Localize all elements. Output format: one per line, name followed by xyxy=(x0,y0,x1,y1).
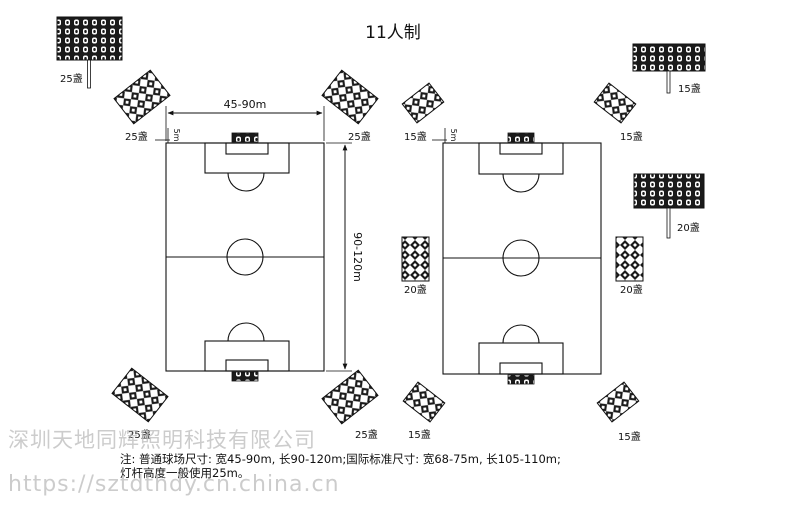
left-top-left-light xyxy=(113,69,171,125)
left-top-panel-count: 25盏 xyxy=(60,72,83,85)
right-middle-panel-light xyxy=(633,173,705,239)
length-dimension-label: 90-120m xyxy=(351,232,364,282)
left-top-panel-light xyxy=(56,16,123,89)
left-top-left-count: 25盏 xyxy=(125,130,148,143)
right-middle-left-light xyxy=(401,236,430,282)
right-top-right-light xyxy=(593,82,637,124)
left-goal-bottom xyxy=(231,371,259,382)
left-top-right-count: 25盏 xyxy=(348,130,371,143)
right-bottom-right-count: 15盏 xyxy=(618,430,641,443)
watermark-company: 深圳天地同辉照明科技有限公司 xyxy=(8,428,316,452)
right-top-panel-light xyxy=(632,43,706,94)
right-goal-top xyxy=(507,132,535,143)
diagram-title: 11人制 xyxy=(365,23,421,43)
right-field xyxy=(442,142,602,375)
left-field xyxy=(165,142,325,372)
watermark-url: https://sztdthdy.cn.china.cn xyxy=(8,472,340,497)
note-line-1: 注: 普通球场尺寸: 宽45-90m, 长90-120m;国际标准尺寸: 宽68… xyxy=(120,452,561,466)
right-top-left-count: 15盏 xyxy=(404,130,427,143)
right-top-right-count: 15盏 xyxy=(620,130,643,143)
right-margin-label: 5m xyxy=(449,129,458,142)
right-middle-right-count: 20盏 xyxy=(620,283,643,296)
left-bottom-left-count: 25盏 xyxy=(128,428,151,441)
left-goal-top xyxy=(231,132,259,143)
left-bottom-right-count: 25盏 xyxy=(355,428,378,441)
left-margin-label: 5m xyxy=(172,129,181,142)
right-top-panel-count: 15盏 xyxy=(678,82,701,95)
right-bottom-left-light xyxy=(402,381,446,423)
left-bottom-left-light xyxy=(111,367,169,423)
left-bottom-right-light xyxy=(321,369,379,425)
right-top-left-light xyxy=(401,82,445,124)
right-bottom-left-count: 15盏 xyxy=(408,428,431,441)
note-line-2: 灯杆高度一般使用25m。 xyxy=(120,466,250,480)
right-goal-bottom xyxy=(507,374,535,385)
right-middle-panel-count: 20盏 xyxy=(677,221,700,234)
right-middle-left-count: 20盏 xyxy=(404,283,427,296)
left-top-right-light xyxy=(321,69,379,125)
right-bottom-right-light xyxy=(596,381,640,423)
right-middle-right-light xyxy=(615,236,644,282)
width-dimension-label: 45-90m xyxy=(224,98,267,111)
